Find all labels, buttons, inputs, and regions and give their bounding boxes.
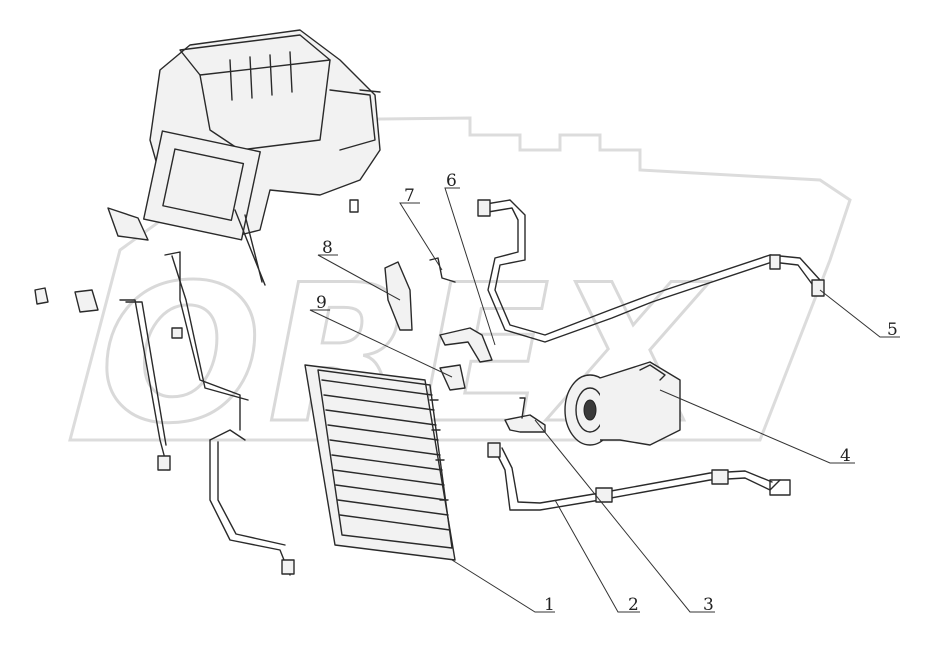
ac-lines-top-right	[477, 199, 825, 343]
callout-4: 4	[840, 446, 851, 466]
small-brackets	[34, 207, 149, 313]
callout-8: 8	[322, 238, 333, 258]
callout-9: 9	[316, 293, 327, 313]
callout-2: 2	[628, 595, 639, 615]
callout-7: 7	[404, 186, 415, 206]
hvac-unit	[142, 29, 381, 286]
callout-5: 5	[887, 320, 898, 340]
part-6-bracket	[439, 327, 493, 363]
callout-labels: 1 2 3 4 5 6 7 8 9	[316, 171, 898, 615]
leader-lines	[309, 187, 900, 613]
callout-1: 1	[544, 595, 555, 615]
part-8-bracket	[384, 261, 413, 331]
callout-6: 6	[446, 171, 457, 191]
callout-3: 3	[703, 595, 714, 615]
part-9-clamp	[439, 364, 466, 391]
part-4-compressor	[564, 361, 681, 446]
ac-lines-left	[119, 251, 295, 576]
condenser-fins	[321, 379, 451, 531]
part-1-condenser	[304, 364, 456, 561]
part-7-bracket	[429, 257, 456, 283]
